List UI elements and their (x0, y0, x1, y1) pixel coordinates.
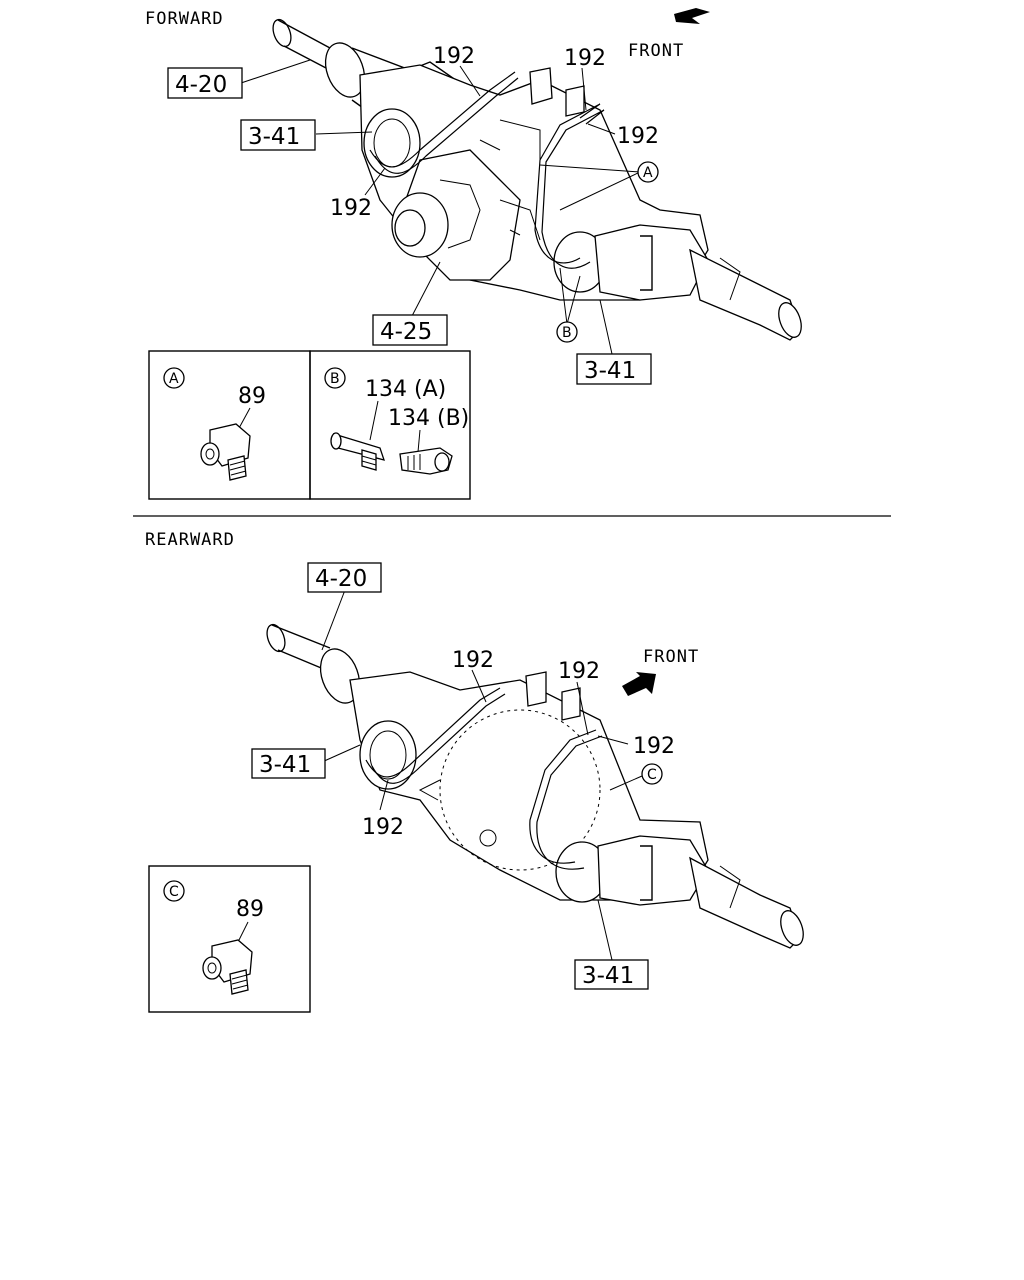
part-label-192: 192 (452, 648, 494, 673)
ref-box-4-25-forward[interactable]: 4-25 (372, 314, 448, 346)
part-label-89: 89 (238, 384, 266, 409)
callout-marker-b: B (556, 321, 578, 343)
hose-lines-rearward (365, 687, 603, 870)
front-arrow-icon (622, 672, 656, 696)
svg-text:3-41: 3-41 (248, 124, 300, 150)
callout-marker-a: A (637, 161, 659, 183)
part-label-134a: 134 (A) (365, 377, 446, 402)
hose-lines-forward (369, 71, 605, 269)
leader-lines-forward (237, 59, 641, 355)
detail-marker-b: B (330, 371, 340, 387)
part-label-192: 192 (558, 659, 600, 684)
front-label-forward: FRONT (628, 41, 684, 61)
section-title-rearward: REARWARD (145, 530, 235, 550)
part-label-192: 192 (564, 46, 606, 71)
svg-text:3-41: 3-41 (584, 358, 636, 384)
elbow-fitting-icon (200, 423, 251, 481)
front-arrow-icon (674, 8, 710, 24)
svg-text:3-41: 3-41 (259, 752, 311, 778)
svg-text:B: B (562, 325, 572, 341)
ref-box-3-41-forward-right[interactable]: 3-41 (576, 353, 652, 385)
detail-box-a: A 89 (148, 350, 311, 500)
svg-text:4-20: 4-20 (175, 72, 227, 98)
elbow-fitting-icon (202, 939, 253, 995)
part-label-89: 89 (236, 897, 264, 922)
leader-lines-rearward (321, 589, 643, 961)
detail-marker-c: C (169, 884, 179, 900)
part-label-192: 192 (617, 124, 659, 149)
callout-marker-c: C (641, 763, 663, 785)
detail-box-b: B 134 (A) 134 (B) (309, 350, 471, 500)
front-label-rearward: FRONT (643, 647, 699, 667)
section-title-forward: FORWARD (145, 9, 224, 29)
connector-fitting-icon (399, 447, 453, 475)
part-label-192: 192 (362, 815, 404, 840)
ref-box-4-20-forward[interactable]: 4-20 (167, 67, 243, 99)
svg-text:C: C (647, 767, 657, 783)
ref-box-3-41-rearward-left[interactable]: 3-41 (251, 748, 326, 779)
part-label-134b: 134 (B) (388, 406, 469, 431)
svg-text:3-41: 3-41 (582, 963, 634, 989)
svg-text:A: A (643, 165, 653, 181)
ref-box-3-41-forward-left[interactable]: 3-41 (240, 119, 316, 151)
part-label-192: 192 (433, 44, 475, 69)
svg-text:4-20: 4-20 (315, 566, 367, 592)
part-label-192: 192 (633, 734, 675, 759)
axle-assembly-rearward (266, 623, 804, 949)
ref-box-4-20-rearward[interactable]: 4-20 (307, 562, 382, 593)
axle-assembly-forward (272, 18, 802, 341)
ref-box-3-41-rearward-right[interactable]: 3-41 (574, 959, 649, 990)
tee-fitting-icon (330, 432, 385, 471)
part-label-192: 192 (330, 196, 372, 221)
svg-text:4-25: 4-25 (380, 319, 432, 345)
detail-box-c: C 89 (148, 865, 311, 1013)
detail-marker-a: A (169, 371, 179, 387)
